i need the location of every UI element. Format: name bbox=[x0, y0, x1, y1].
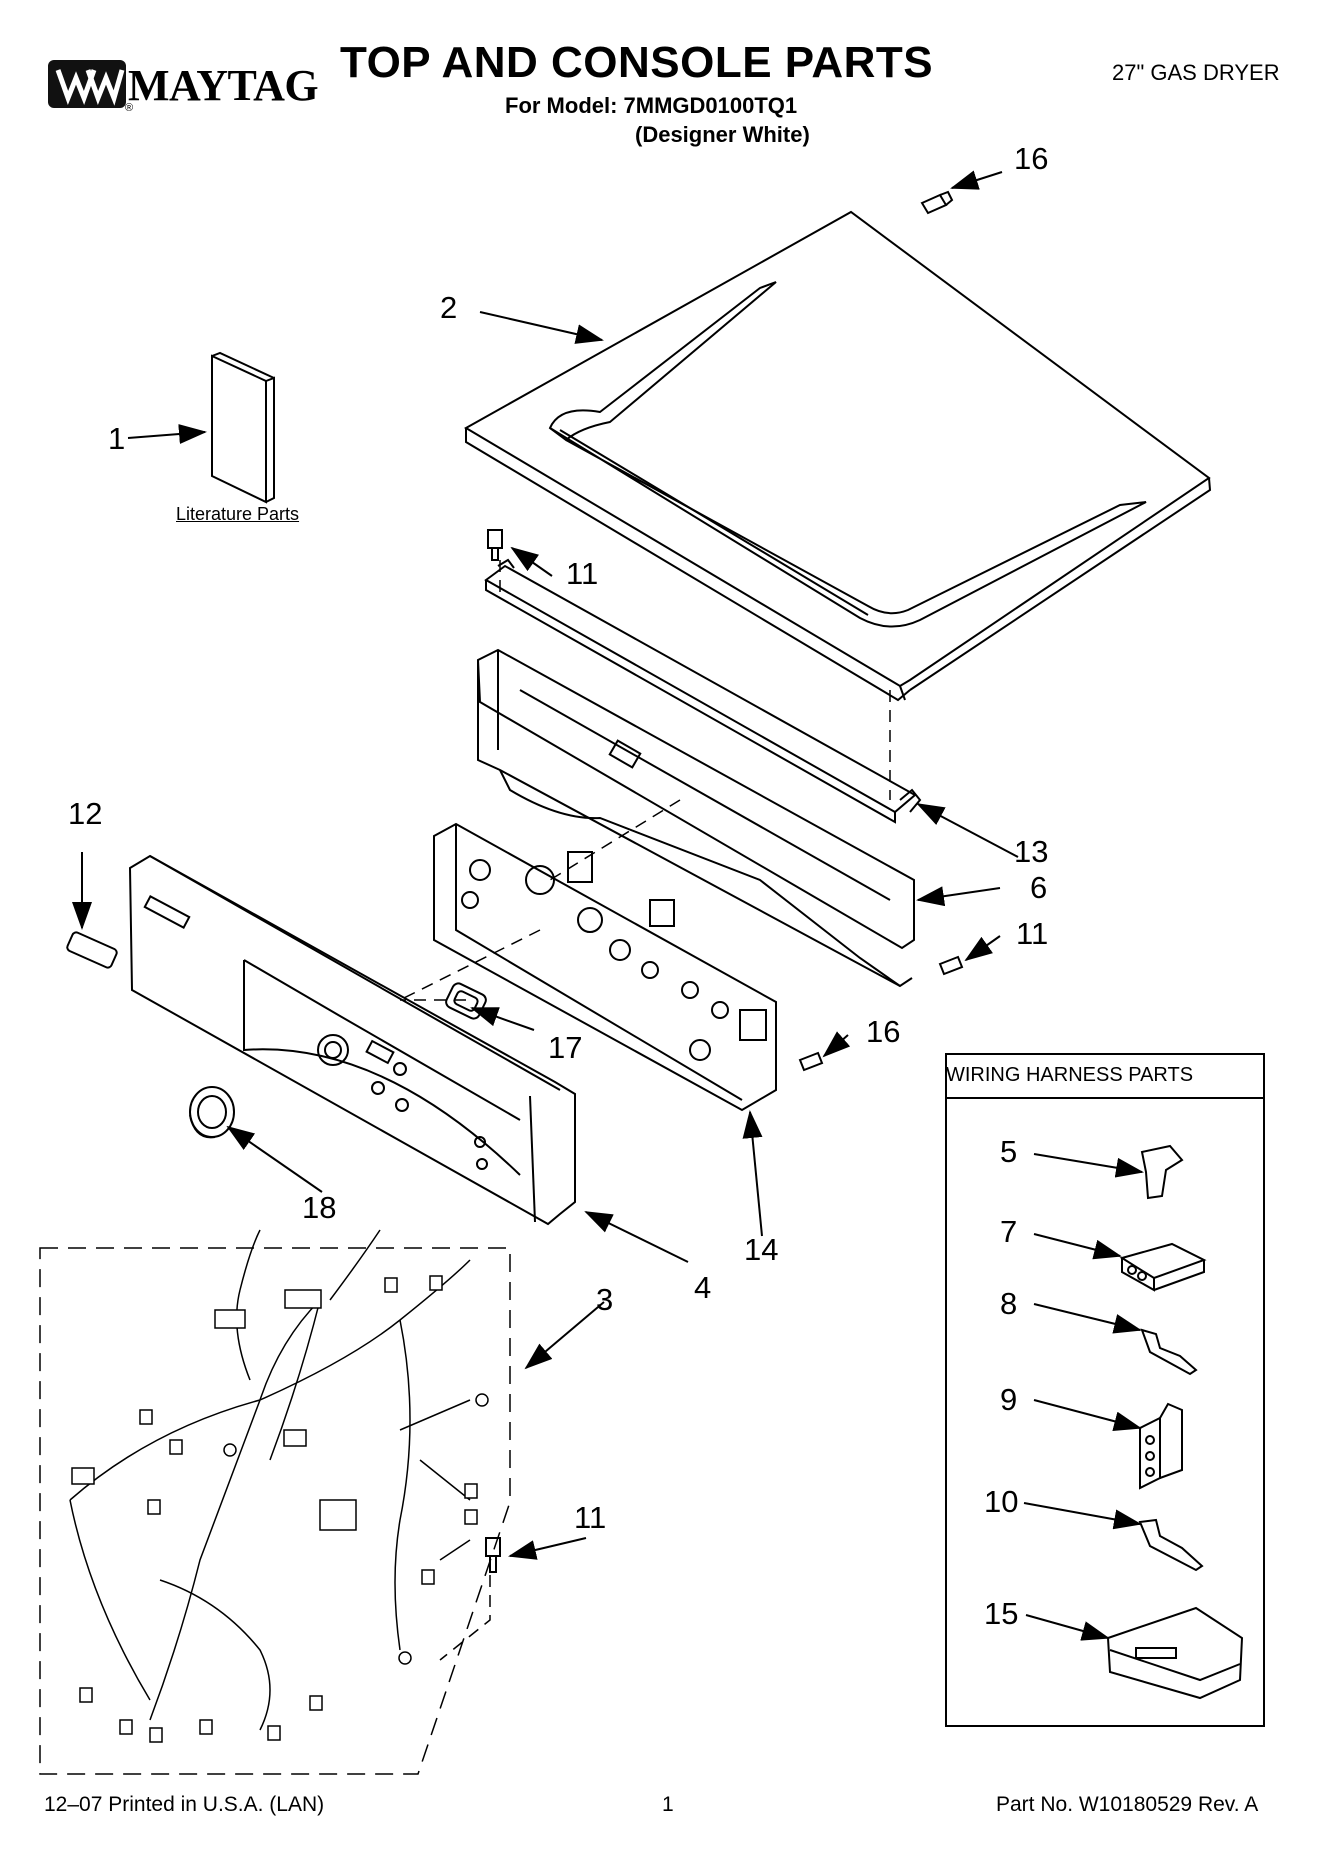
brand-name: MAYTAG bbox=[128, 61, 319, 110]
callout-11-top: 11 bbox=[566, 556, 599, 591]
page-title: TOP AND CONSOLE PARTS bbox=[340, 38, 934, 87]
callout-11-bottom: 11 bbox=[574, 1500, 607, 1535]
callout-9: 9 bbox=[1000, 1382, 1018, 1417]
callout-5: 5 bbox=[1000, 1134, 1018, 1169]
console-frame bbox=[476, 648, 915, 988]
maytag-logo bbox=[48, 56, 328, 116]
top-bracket bbox=[484, 558, 922, 824]
callout-16-top: 16 bbox=[1014, 141, 1049, 176]
literature-book bbox=[211, 351, 275, 504]
callout-18: 18 bbox=[302, 1190, 337, 1225]
harness-terminal-8 bbox=[1140, 1328, 1198, 1376]
callout-1: 1 bbox=[108, 421, 126, 456]
callout-3: 3 bbox=[596, 1282, 614, 1317]
control-board bbox=[433, 822, 777, 1112]
harness-connector-9 bbox=[1139, 1402, 1183, 1490]
model-line: For Model: 7MMGD0100TQ1 bbox=[505, 93, 798, 118]
callout-15: 15 bbox=[984, 1596, 1019, 1631]
maytag-logo-icon bbox=[48, 60, 126, 108]
gasket bbox=[445, 982, 487, 1020]
product-type: 27" GAS DRYER bbox=[1112, 60, 1280, 85]
callout-8: 8 bbox=[1000, 1286, 1018, 1321]
callout-12: 12 bbox=[68, 796, 103, 831]
badge bbox=[66, 931, 118, 969]
callout-6: 6 bbox=[1030, 870, 1048, 905]
harness-terminal-10 bbox=[1138, 1518, 1204, 1572]
print-info: 12–07 Printed in U.S.A. (LAN) bbox=[44, 1793, 325, 1816]
callout-13: 13 bbox=[1014, 834, 1049, 869]
callout-17: 17 bbox=[548, 1030, 583, 1065]
callout-16-middle: 16 bbox=[866, 1014, 901, 1049]
callout-2: 2 bbox=[440, 290, 458, 325]
callout-11-right: 11 bbox=[1016, 916, 1049, 951]
callout-7: 7 bbox=[1000, 1214, 1018, 1249]
dryer-top-panel bbox=[464, 210, 1212, 702]
literature-parts-label: Literature Parts bbox=[176, 504, 300, 524]
part-number: Part No. W10180529 Rev. A bbox=[996, 1793, 1259, 1816]
registered-mark: ® bbox=[125, 102, 134, 114]
harness-connector-7 bbox=[1119, 1242, 1207, 1292]
wiring-harness bbox=[69, 1229, 489, 1743]
page-number: 1 bbox=[662, 1793, 674, 1816]
callout-4: 4 bbox=[694, 1270, 712, 1305]
callout-10: 10 bbox=[984, 1484, 1019, 1519]
color-line: (Designer White) bbox=[635, 122, 810, 147]
callout-14: 14 bbox=[744, 1232, 779, 1267]
harness-connector-15 bbox=[1106, 1606, 1244, 1700]
knob bbox=[189, 1086, 235, 1139]
console-panel bbox=[128, 854, 576, 1226]
wiring-harness-parts-title: WIRING HARNESS PARTS bbox=[946, 1064, 1194, 1086]
harness-connector-5 bbox=[1140, 1144, 1184, 1200]
